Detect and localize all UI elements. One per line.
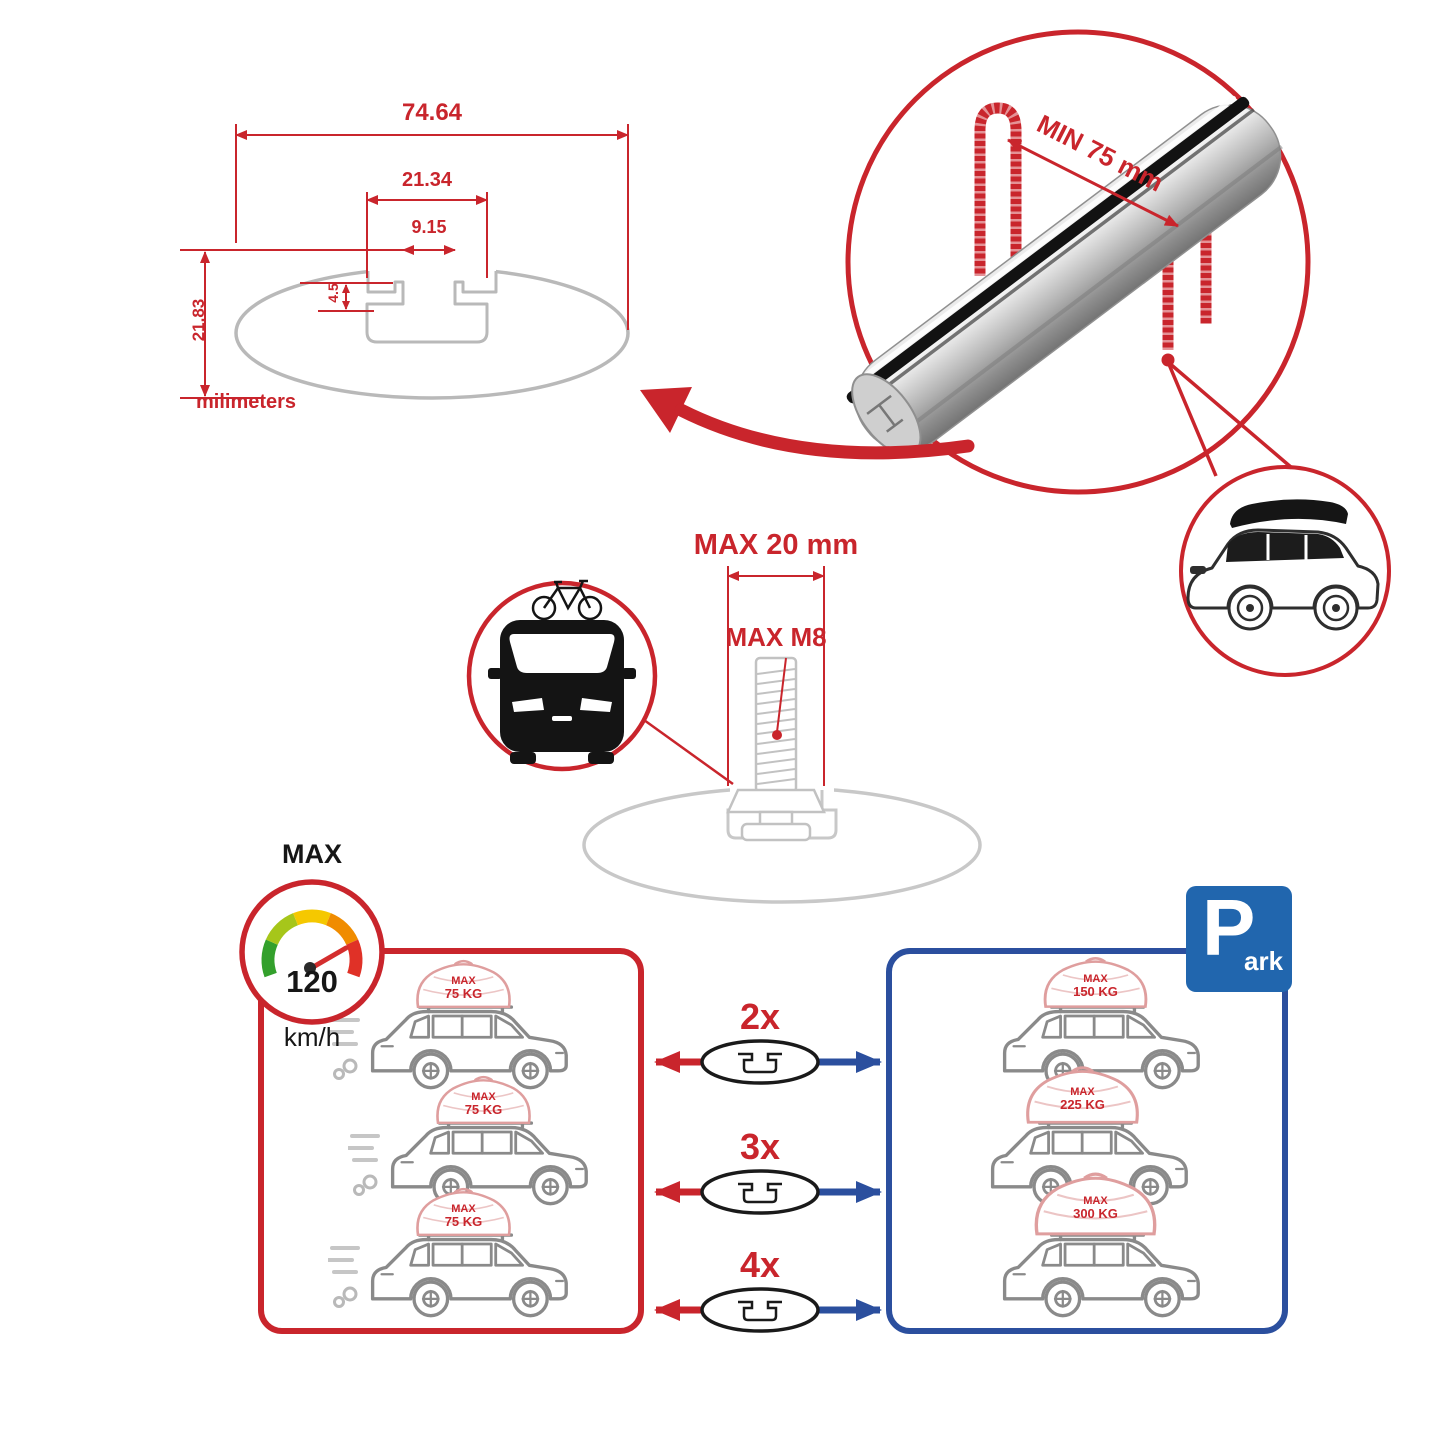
dimension-lines bbox=[180, 124, 629, 399]
cargo-weight: 75 KG bbox=[444, 1213, 483, 1229]
dim-slot-width: 9.15 bbox=[411, 217, 447, 237]
bolt-illustration bbox=[726, 656, 826, 842]
speedometer-icon bbox=[239, 879, 385, 1025]
t-slot-profile bbox=[365, 271, 498, 344]
cargo-max-label: MAX bbox=[451, 1202, 476, 1215]
car-front-icon bbox=[488, 620, 636, 764]
multiplier-3x: 3x bbox=[739, 1126, 781, 1167]
parking-sign-suffix: ark bbox=[1244, 946, 1284, 976]
parking-sign-letter: P bbox=[1202, 883, 1256, 972]
multiplier-2x: 2x bbox=[739, 996, 781, 1037]
crossbar-detail-circle bbox=[845, 29, 1311, 495]
dim-total-width: 74.64 bbox=[401, 99, 463, 126]
cross-section-drawing bbox=[180, 124, 630, 400]
roofbox-car-circle bbox=[1179, 465, 1391, 677]
hook-callout-dot bbox=[1161, 353, 1175, 367]
cargo-max-label: MAX bbox=[1070, 1085, 1095, 1098]
bolt-diagram bbox=[466, 566, 982, 904]
cargo-weight: 75 KG bbox=[444, 985, 483, 1001]
red-arrows-left bbox=[654, 1051, 702, 1321]
cargo-max-label: MAX bbox=[471, 1090, 496, 1103]
speed-max-label: MAX bbox=[282, 839, 342, 869]
bicycle-icon bbox=[531, 579, 603, 621]
bolt-max-width-label: MAX 20 mm bbox=[693, 529, 859, 561]
cargo-weight: 300 KG bbox=[1073, 1205, 1118, 1221]
motion-lines bbox=[328, 1246, 360, 1308]
cargo-weight: 225 KG bbox=[1060, 1096, 1105, 1112]
crossbar-oval-slots bbox=[738, 1052, 782, 1322]
min-grip-arrow bbox=[1007, 138, 1179, 228]
cargo-weight: 75 KG bbox=[464, 1101, 503, 1117]
cargo-max-label: MAX bbox=[451, 974, 476, 987]
bolt-dimensions bbox=[727, 566, 825, 786]
units-label: milimeters bbox=[196, 391, 297, 413]
multiplier-4x: 4x bbox=[739, 1244, 781, 1285]
thread-callout-dot bbox=[772, 730, 782, 740]
crossbar-ovals bbox=[700, 1039, 820, 1333]
cargo-weight: 150 KG bbox=[1073, 984, 1118, 1000]
dim-channel-width: 21.34 bbox=[401, 169, 453, 191]
blue-arrows-right bbox=[818, 1051, 882, 1321]
dim-lip-depth: 4.5 bbox=[325, 283, 341, 303]
parking-sign: P ark bbox=[1186, 886, 1292, 992]
speed-unit: km/h bbox=[283, 1022, 341, 1052]
cargo-max-label: MAX bbox=[1083, 973, 1108, 986]
roofbox-car-icon bbox=[1186, 499, 1380, 631]
dim-profile-height: 21.83 bbox=[189, 298, 208, 342]
speed-value: 120 bbox=[286, 964, 338, 999]
cargo-max-label: MAX bbox=[1083, 1194, 1108, 1207]
bolt-max-thread-label: MAX M8 bbox=[725, 622, 827, 652]
badge-callout-line bbox=[643, 718, 734, 786]
crossbar-count-column bbox=[654, 1039, 882, 1333]
motion-lines bbox=[348, 1134, 380, 1196]
